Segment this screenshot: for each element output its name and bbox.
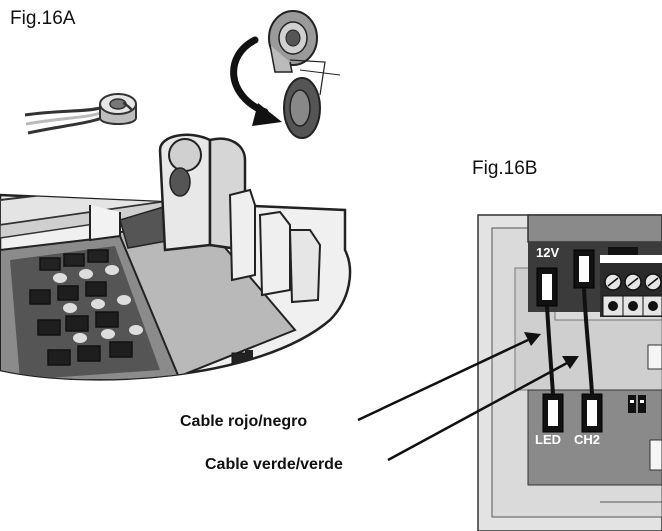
cable-with-ferrite bbox=[24, 93, 137, 135]
terminal-label-ch2: CH2 bbox=[574, 432, 601, 447]
terminal-label-led: LED bbox=[535, 432, 561, 447]
terminal-block bbox=[10, 246, 160, 380]
control-board-housing bbox=[0, 133, 352, 381]
wire-red-black bbox=[545, 305, 555, 395]
callout-arrows bbox=[357, 332, 579, 462]
wire-green-green bbox=[582, 287, 594, 395]
callout-green-green-cable: Cable verde/verde bbox=[205, 456, 343, 473]
ferrite-clamp-open bbox=[230, 10, 341, 139]
screw-terminals bbox=[600, 255, 662, 317]
fig-16a-illustration bbox=[0, 10, 352, 381]
figure-16b-label: Fig.16B bbox=[472, 158, 538, 179]
callout-red-black-cable: Cable rojo/negro bbox=[180, 413, 308, 430]
figure-16a-label: Fig.16A bbox=[10, 8, 76, 29]
fig-16b-board-closeup bbox=[477, 214, 662, 531]
terminal-label-12v: 12V bbox=[536, 245, 560, 260]
